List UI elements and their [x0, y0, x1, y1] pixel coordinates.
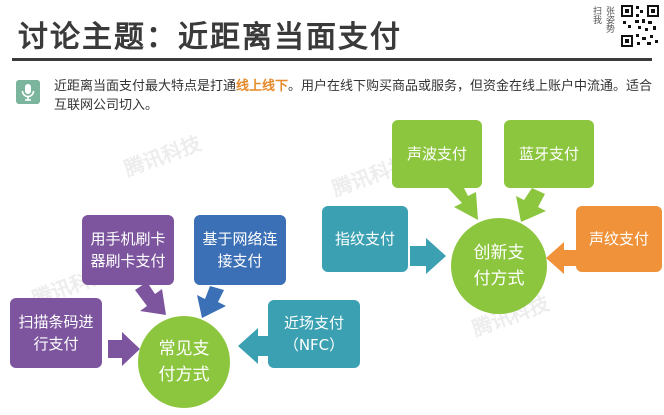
node-common-center: 常见支付方式 — [138, 316, 230, 408]
arrow-blue — [197, 286, 226, 318]
node-fingerprint: 指纹支付 — [322, 206, 408, 272]
arrow-orange — [546, 242, 578, 274]
arrow-purple-2 — [135, 282, 166, 315]
intro-highlight: 线上线下 — [236, 79, 289, 94]
node-scan-barcode: 扫描条码进行支付 — [10, 298, 102, 368]
qr-label-1: 扫我 — [591, 6, 601, 24]
arrow-purple-1 — [108, 332, 140, 366]
qr-label-2: 张姿势 — [604, 6, 614, 33]
microphone-icon — [16, 80, 40, 104]
qr-code-icon — [620, 4, 660, 48]
node-innovative-center: 创新支付方式 — [451, 218, 547, 314]
page-title: 讨论主题：近距离当面支付 — [18, 20, 402, 55]
node-voiceprint: 声纹支付 — [576, 206, 662, 272]
intro-text: 近距离当面支付最大特点是打通线上线下。用户在线下购买商品或服务，但资金在线上账户… — [54, 79, 653, 113]
node-card-reader: 用手机刷卡器刷卡支付 — [82, 215, 174, 285]
arrow-green-1 — [448, 182, 478, 220]
node-nfc: 近场支付（NFC） — [268, 300, 360, 368]
node-network: 基于网络连接支付 — [194, 215, 286, 285]
node-sound-wave: 声波支付 — [392, 120, 482, 188]
arrow-teal-2 — [410, 238, 446, 274]
title-divider — [12, 58, 652, 61]
arrow-green-2 — [516, 188, 546, 222]
arrow-teal — [238, 328, 270, 364]
node-bluetooth: 蓝牙支付 — [504, 120, 594, 188]
